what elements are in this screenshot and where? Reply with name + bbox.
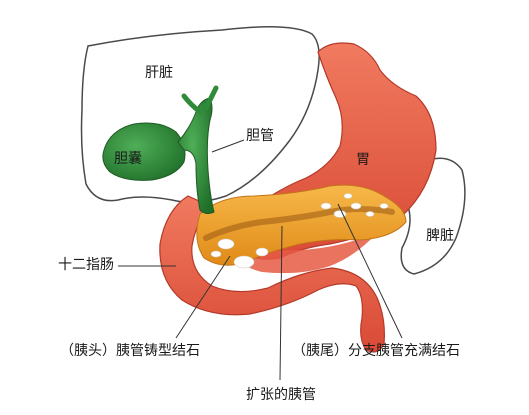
label-duodenum: 十二指肠	[58, 257, 114, 273]
leader-line-head-stone	[175, 255, 231, 339]
label-stomach: 胃	[356, 152, 370, 168]
label-gallbladder: 胆囊	[114, 151, 142, 167]
dilated-pancreatic-duct	[203, 206, 395, 241]
label-tail-stone: （胰尾）分支胰管充满结石	[292, 343, 460, 359]
leader-line-tail-stone	[337, 203, 403, 339]
hepatic-duct-branches	[181, 85, 219, 115]
stomach-lower-band	[228, 232, 378, 274]
tail-stones	[320, 193, 389, 218]
label-spleen: 脾脏	[426, 228, 454, 244]
bile-duct-shape	[177, 97, 215, 215]
label-bile-duct: 胆管	[246, 128, 274, 144]
leader-line-dilated-duct	[279, 225, 283, 381]
label-dilated-duct: 扩张的胰管	[246, 387, 316, 403]
label-liver: 肝脏	[145, 65, 173, 81]
head-stones	[210, 238, 269, 269]
gallbladder-shape	[102, 122, 186, 181]
leader-line-bile-duct	[211, 139, 245, 153]
label-head-stone: （胰头）胰管铸型结石	[60, 343, 200, 359]
